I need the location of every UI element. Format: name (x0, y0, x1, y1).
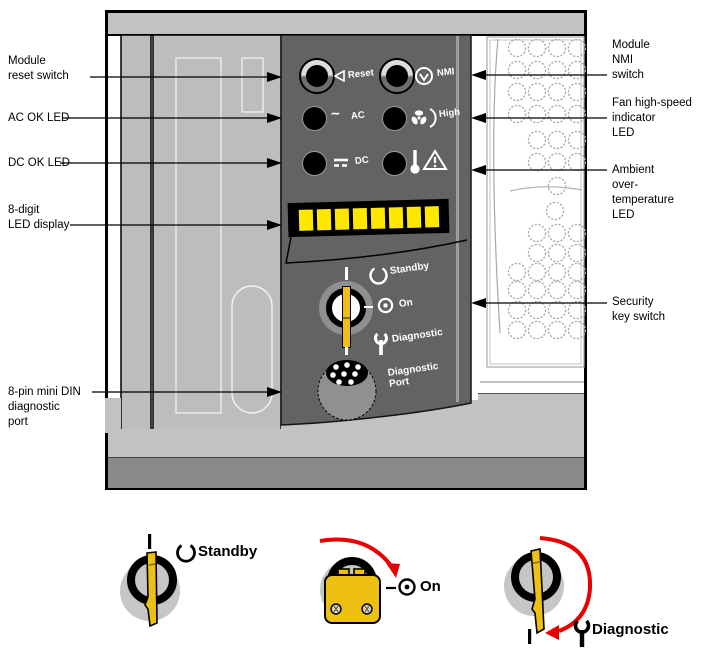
overtemp-led (382, 151, 407, 176)
dc-bars-icon (334, 158, 348, 167)
standby-icon (369, 267, 388, 285)
on-dash (364, 306, 373, 309)
key-position-tick-top (345, 267, 348, 280)
on-icon (377, 297, 394, 314)
nmi-button (379, 58, 415, 94)
ac-ok-led (302, 106, 327, 131)
speaker-grille (480, 36, 586, 383)
reset-triangle-icon (334, 70, 345, 82)
key-blade (144, 551, 158, 628)
latch-outline (241, 57, 264, 113)
reset-button (299, 58, 335, 94)
callout-ac-ok-led: AC OK LED (8, 112, 70, 124)
key-position-figures (120, 534, 593, 647)
on-icon (398, 578, 416, 596)
grille-holes (507, 38, 586, 340)
key-position-tick-bottom (345, 347, 348, 355)
fan-icon (411, 108, 437, 128)
diagnostic-figure-label: Diagnostic (592, 621, 669, 638)
warning-triangle-icon (422, 149, 448, 170)
display-bezel-curve (285, 236, 468, 264)
dc-ok-led (302, 151, 327, 176)
position-tick (528, 629, 532, 644)
fan-speed-led (382, 106, 407, 131)
rotate-arrow (319, 537, 394, 569)
on-figure-label: On (420, 578, 441, 595)
callout-dc-ok-led: DC OK LED (8, 157, 70, 169)
key-figure-diagnostic (504, 536, 593, 647)
position-tick (148, 534, 152, 549)
din-port-pins (330, 362, 361, 385)
key-figure-on (319, 537, 416, 624)
standby-figure-label: Standby (198, 543, 258, 560)
arrowheads (267, 70, 486, 397)
key-blade (530, 548, 545, 635)
door-outline (175, 57, 222, 414)
rotate-arrowhead (386, 563, 400, 578)
key-bow (324, 574, 381, 624)
key-figure-standby (120, 534, 196, 628)
rotate-arrowhead (545, 625, 559, 640)
standby-icon (176, 544, 196, 563)
bottom-band-dark (108, 457, 584, 488)
capsule-outline (231, 285, 273, 414)
bottom-band-light-right (478, 393, 584, 458)
bezel-curve (493, 38, 501, 334)
wrench-icon (573, 619, 591, 647)
left-chassis-panels (105, 34, 281, 433)
nmi-icon (415, 67, 433, 85)
thermometer-icon (410, 150, 420, 174)
wrench-icon-panel (374, 332, 388, 355)
